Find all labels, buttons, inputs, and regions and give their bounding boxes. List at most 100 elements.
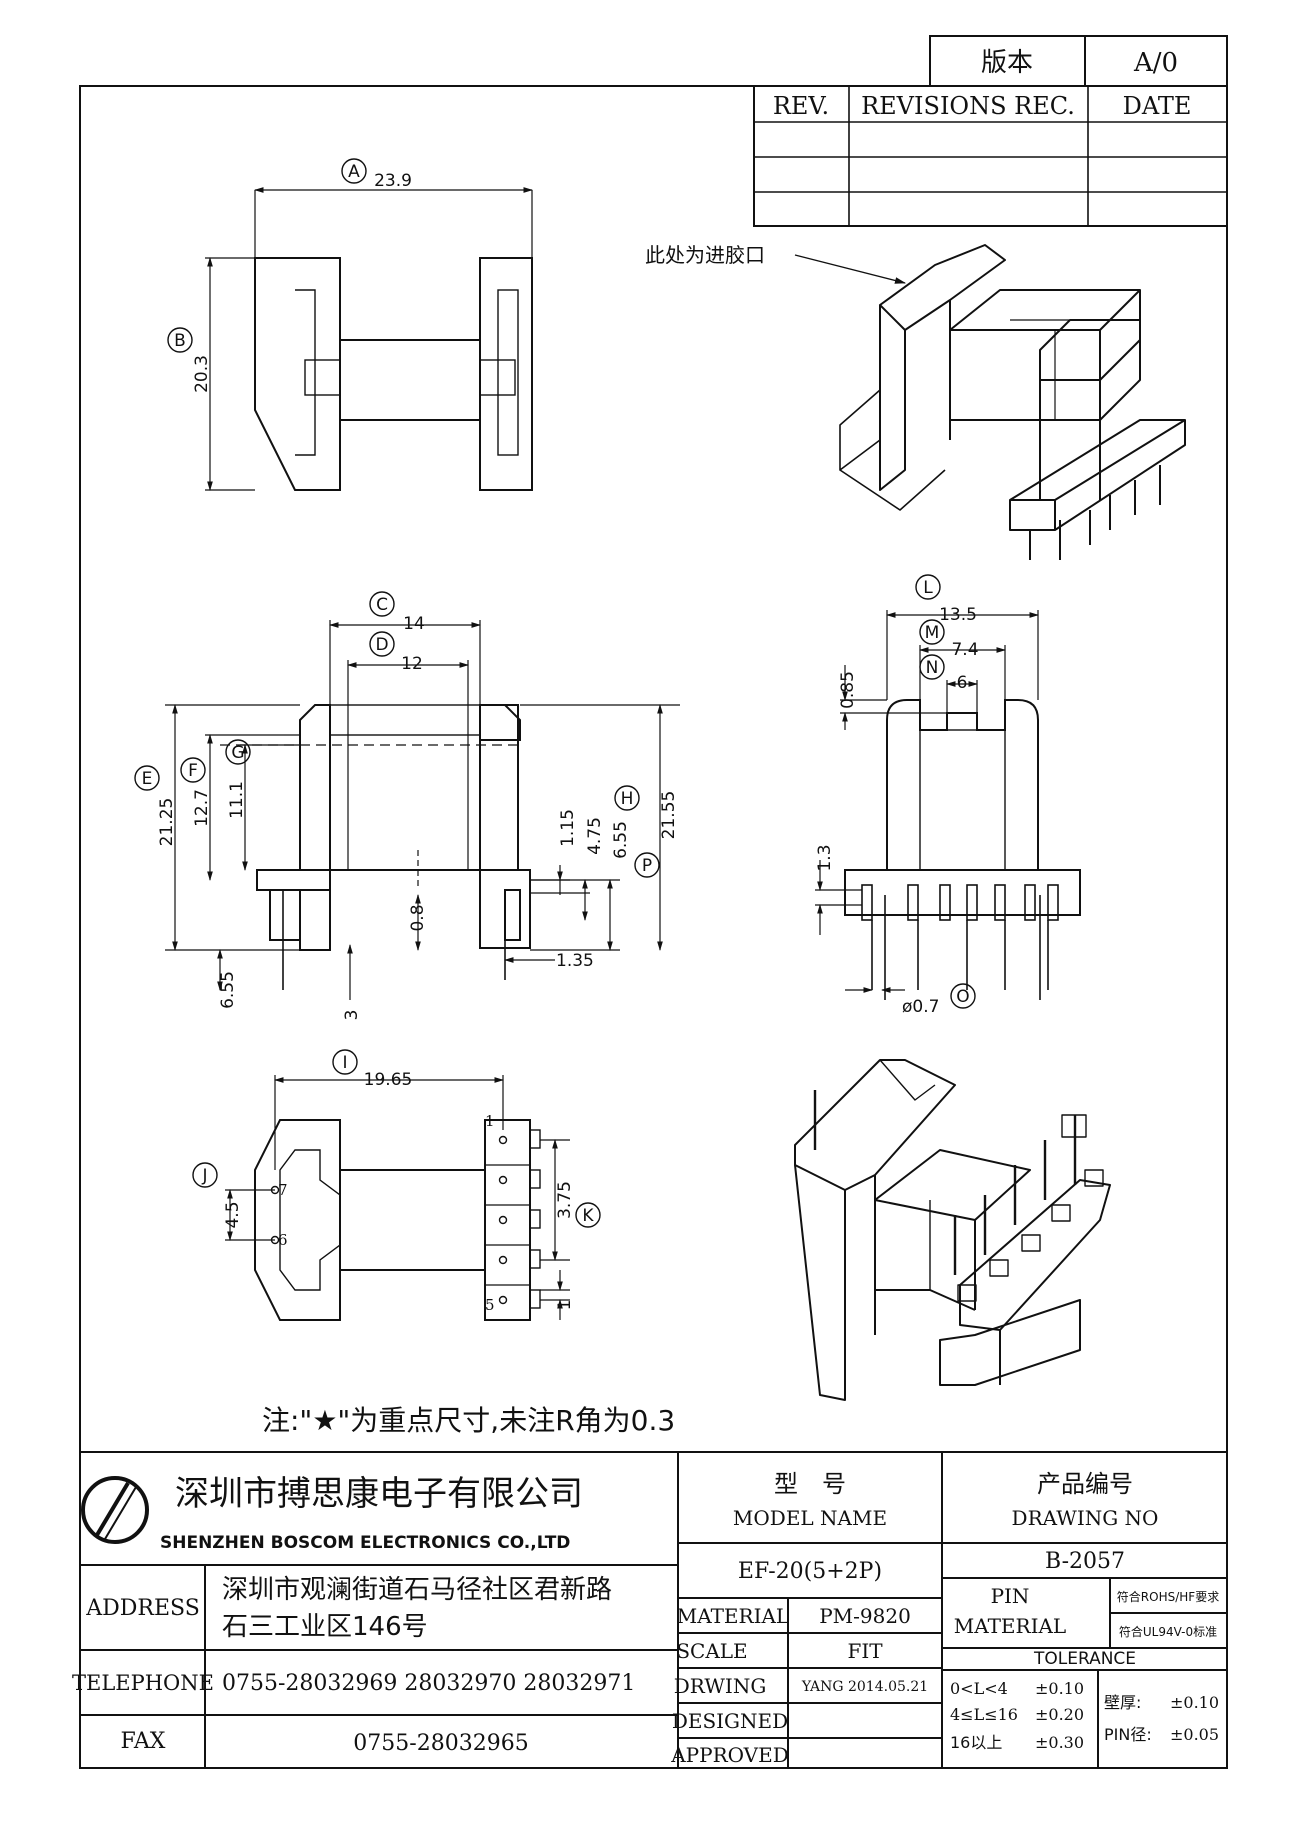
dim-tag-f: F <box>188 761 198 781</box>
bottom-view-pin-circles <box>270 1135 508 1305</box>
dim-n-value: 6 <box>957 673 968 693</box>
dim-m-value: 7.4 <box>951 640 978 660</box>
model-label-cn: 型 号 <box>774 1470 846 1498</box>
dim-tag-n: N <box>926 658 939 678</box>
dim-f-value: 12.7 <box>192 789 212 827</box>
front-view <box>256 704 531 990</box>
bottom-view-dims <box>225 1075 570 1320</box>
pin-number-5: 5 <box>485 1296 495 1314</box>
dim-b-value: 20.3 <box>192 355 212 393</box>
version-label: 版本 <box>981 48 1033 78</box>
sheet-border <box>79 85 1228 1769</box>
dim-h-value: 6.55 <box>611 821 631 859</box>
pin-number-1: 1 <box>485 1112 495 1130</box>
address-line1: 深圳市观澜街道石马径社区君新路 <box>222 1575 612 1605</box>
dim-tag-circle-o <box>950 983 976 1009</box>
wall-label: 壁厚: <box>1104 1693 1141 1712</box>
dim-tag-circle-j <box>192 1162 218 1188</box>
pin-dia-value: ±0.05 <box>1170 1725 1219 1744</box>
dim-tag-circle-l <box>915 574 941 600</box>
company-logo <box>81 1476 149 1544</box>
dim-tag-circle-b <box>167 327 193 353</box>
tol-value-2: ±0.20 <box>1035 1705 1084 1724</box>
company-name-en: SHENZHEN BOSCOM ELECTRONICS CO.,LTD <box>160 1533 570 1553</box>
dim-tag-l: L <box>923 578 933 598</box>
dim-tag-circle-g <box>225 739 251 765</box>
dim-3-value: 3 <box>342 1010 362 1021</box>
dim-o-value: ø0.7 <box>902 997 939 1017</box>
approved-label: APPROVED <box>670 1743 789 1767</box>
tol-range-1: 0<L<4 <box>950 1679 1008 1698</box>
dim-j-value: 4.5 <box>223 1201 243 1228</box>
dim-tag-circle-p <box>634 852 660 878</box>
dim-1-15-value: 1.15 <box>558 809 578 847</box>
date-header: DATE <box>1123 92 1192 120</box>
dim-1-value: 1 <box>555 1300 575 1311</box>
tol-value-3: ±0.30 <box>1035 1733 1084 1752</box>
dim-tag-i: I <box>342 1053 347 1073</box>
dim-tag-circle-i <box>332 1049 358 1075</box>
dim-tag-circle-k <box>575 1202 601 1228</box>
dim-tag-e: E <box>142 769 153 789</box>
dim-d-value: 12 <box>401 654 423 674</box>
dim-tag-circle-e <box>134 765 160 791</box>
dim-tag-circle-n <box>919 654 945 680</box>
dim-tag-b: B <box>174 331 186 351</box>
dim-tag-circle-f <box>180 757 206 783</box>
dim-tag-k: K <box>582 1206 594 1226</box>
isometric-view-bottom <box>794 1059 1111 1401</box>
dim-6-55-bottom-value: 6.55 <box>218 971 238 1009</box>
dim-a-value: 23.9 <box>374 171 412 191</box>
drawing-label-en: DRAWING NO <box>1012 1506 1159 1530</box>
model-label-en: MODEL NAME <box>733 1506 887 1530</box>
drawing-value: B-2057 <box>1045 1549 1125 1574</box>
designed-label: DESIGNED <box>672 1709 788 1733</box>
dim-g-value: 11.1 <box>227 781 247 819</box>
dim-tag-p: P <box>642 856 652 876</box>
dim-1-35-value: 1.35 <box>556 951 594 971</box>
rohs-note: 符合ROHS/HF要求 <box>1117 1589 1219 1604</box>
gate-note: 此处为进胶口 <box>645 243 765 267</box>
dim-tag-h: H <box>621 789 634 809</box>
company-name-cn: 深圳市搏思康电子有限公司 <box>175 1474 583 1514</box>
dim-0-8-value: 0.8 <box>408 904 428 931</box>
tol-range-2: 4≤L≤16 <box>950 1705 1018 1724</box>
tolerance-label: TOLERANCE <box>1033 1649 1136 1669</box>
dim-e-value: 21.25 <box>157 798 177 847</box>
dim-tag-circle-a <box>341 158 367 184</box>
wall-value: ±0.10 <box>1170 1693 1219 1712</box>
dim-tag-j: J <box>201 1166 207 1186</box>
dim-tag-o: O <box>956 987 969 1007</box>
pin-label: PIN <box>991 1584 1030 1608</box>
telephone-value: 0755-28032969 28032970 28032971 <box>222 1671 635 1696</box>
revision-table: REV. REVISIONS REC. DATE <box>753 85 1228 227</box>
address-line2: 石三工业区146号 <box>222 1612 428 1642</box>
drwing-value: YANG 2014.05.21 <box>801 1679 928 1695</box>
front-view-dims <box>165 620 680 1000</box>
gate-arrow <box>794 254 907 284</box>
address-label: ADDRESS <box>85 1596 200 1621</box>
dim-p-value: 21.55 <box>659 791 679 840</box>
tol-range-3: 16以上 <box>950 1733 1002 1752</box>
model-value: EF-20(5+2P) <box>738 1559 882 1584</box>
ul-note: 符合UL94V-0标准 <box>1119 1624 1217 1639</box>
bottom-view <box>254 1119 541 1321</box>
dim-tag-c: C <box>376 595 388 615</box>
isometric-view-top <box>839 244 1186 560</box>
pin-dia-label: PIN径: <box>1104 1725 1152 1744</box>
material-label: MATERIAL <box>677 1604 789 1628</box>
side-view-dims <box>815 610 1039 993</box>
pin-number-7: 7 <box>278 1181 288 1199</box>
drawing-label-cn: 产品编号 <box>1037 1470 1133 1498</box>
dim-tag-circle-c <box>369 591 395 617</box>
side-view-pins <box>861 884 1059 990</box>
drawing-note: 注:"★"为重点尺寸,未注R角为0.3 <box>262 1404 675 1437</box>
telephone-label: TELEPHONE <box>72 1671 214 1695</box>
scale-label: SCALE <box>676 1639 747 1663</box>
pin-material-label: MATERIAL <box>954 1614 1066 1638</box>
dim-tag-circle-h <box>614 785 640 811</box>
dim-0-85-value: 0.85 <box>838 671 858 709</box>
dim-k-value: 3.75 <box>555 1181 575 1219</box>
scale-value: FIT <box>847 1639 883 1663</box>
